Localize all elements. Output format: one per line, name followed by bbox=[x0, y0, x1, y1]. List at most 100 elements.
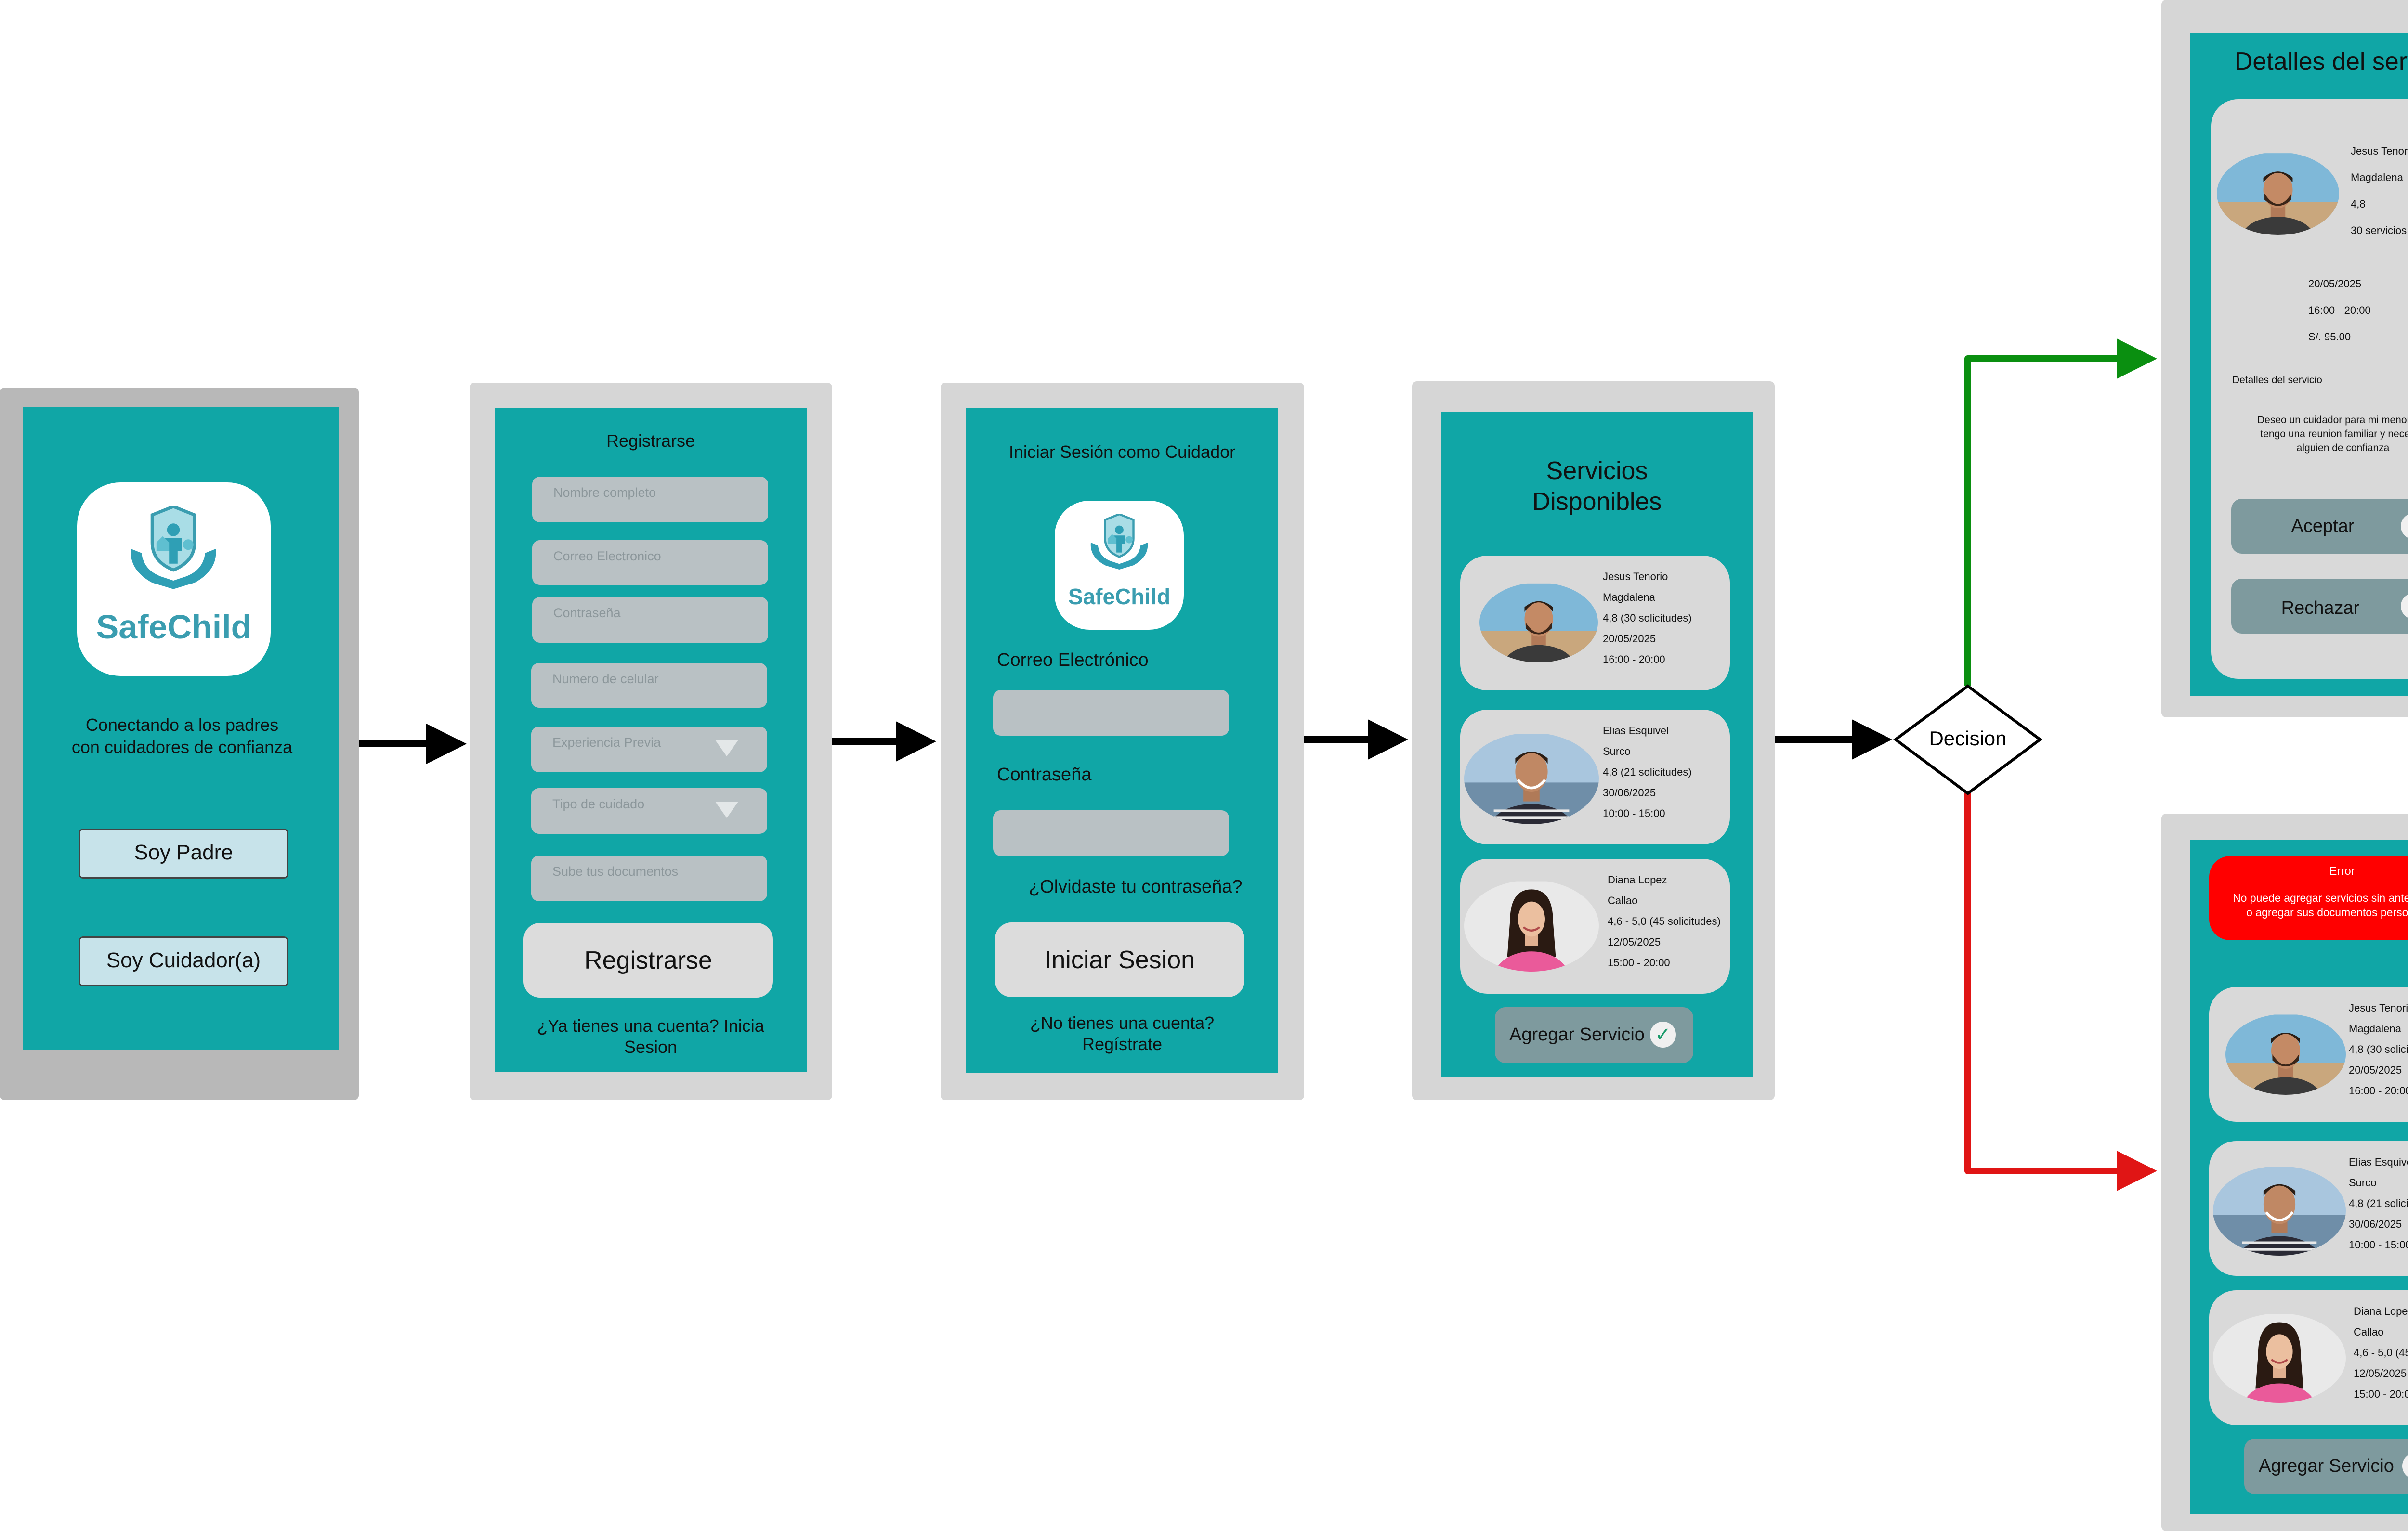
check-icon: ✓ bbox=[2401, 513, 2408, 539]
caregiver-photo bbox=[1479, 583, 1598, 662]
safechild-logo: SafeChild bbox=[77, 482, 271, 676]
email-field[interactable]: Correo Electronico bbox=[532, 540, 768, 585]
service-date: 12/05/2025 bbox=[2354, 1367, 2407, 1379]
caregiver-card-1[interactable]: Jesus Tenorio Magdalena 4,8 (30 solicitu… bbox=[1460, 556, 1730, 690]
caregiver-district: Surco bbox=[2349, 1177, 2377, 1189]
caregiver-card-3[interactable]: Diana Lopez Callao 4,6 - 5,0 (45 solicit… bbox=[1460, 859, 1730, 994]
details-label: Detalles del servicio bbox=[2232, 375, 2322, 386]
login-button[interactable]: Iniciar Sesion bbox=[995, 922, 1244, 997]
caregiver-district: Callao bbox=[1608, 895, 1638, 907]
caregiver-info: Elias Esquivel Surco 4,8 (21 solicitudes… bbox=[2349, 1152, 2408, 1255]
caregiver-district: Magdalena bbox=[1603, 591, 1655, 603]
reject-button[interactable]: Rechazar ✕ bbox=[2231, 579, 2408, 634]
family-shield-icon bbox=[1084, 514, 1155, 571]
decision-label: Decision bbox=[1929, 727, 2007, 750]
close-icon: ✕ bbox=[2401, 593, 2408, 619]
service-date: 20/05/2025 bbox=[2308, 278, 2362, 290]
caregiver-district: Magdalena bbox=[2351, 171, 2403, 183]
caregiver-card-2[interactable]: Elias Esquivel Surco 4,8 (21 solicitudes… bbox=[1460, 710, 1730, 844]
service-date: 30/06/2025 bbox=[1603, 787, 1656, 799]
check-icon: ✓ bbox=[1650, 1022, 1676, 1048]
decision-diamond bbox=[1893, 684, 2043, 795]
caregiver-card-2[interactable]: Elias Esquivel Surco 4,8 (21 solicitudes… bbox=[2209, 1141, 2408, 1276]
email-label: Correo Electrónico bbox=[997, 650, 1149, 670]
caregiver-rating: 4,6 - 5,0 (45 solicitudes) bbox=[1608, 915, 1721, 927]
caregiver-name: Elias Esquivel bbox=[2349, 1156, 2408, 1168]
caregiver-rating: 4,8 (30 solicitudes) bbox=[1603, 612, 1692, 624]
service-time: 16:00 - 20:00 bbox=[1603, 653, 1665, 665]
add-service-label: Agregar Servicio bbox=[1509, 1025, 1645, 1045]
add-service-button[interactable]: Agregar Servicio ✓ bbox=[2244, 1439, 2408, 1494]
care-type-select[interactable]: Tipo de cuidado bbox=[531, 788, 767, 834]
soy-padre-button[interactable]: Soy Padre bbox=[79, 829, 288, 879]
caregiver-name: Diana Lopez bbox=[2354, 1305, 2408, 1317]
service-time: 15:00 - 20:00 bbox=[2354, 1388, 2408, 1400]
error-banner: Error No puede agregar servicios sin ant… bbox=[2209, 856, 2408, 940]
service-time: 16:00 - 20:00 bbox=[2349, 1085, 2408, 1097]
fullname-field[interactable]: Nombre completo bbox=[532, 477, 768, 522]
forgot-password-link[interactable]: ¿Olvidaste tu contraseña? bbox=[1029, 877, 1243, 897]
password-input[interactable] bbox=[993, 810, 1229, 856]
upload-documents-field[interactable]: Sube tus documentos bbox=[531, 856, 767, 901]
caregiver-name: Jesus Tenorio bbox=[2349, 1002, 2408, 1014]
service-details-screen: Detalles del servicio Jesus Tenorio Magd… bbox=[2190, 33, 2408, 696]
email-input[interactable] bbox=[993, 690, 1229, 736]
service-time: 16:00 - 20:00 bbox=[2308, 304, 2371, 316]
caregiver-district: Callao bbox=[2354, 1326, 2384, 1338]
service-time: 15:00 - 20:00 bbox=[1608, 957, 1670, 969]
service-price: S/. 95.00 bbox=[2308, 331, 2351, 343]
caregiver-rating: 4,6 - 5,0 (45 solicitudes) bbox=[2354, 1347, 2408, 1359]
details-title: Detalles del servicio bbox=[2234, 48, 2408, 76]
caregiver-name: Jesus Tenorio bbox=[2351, 145, 2408, 157]
password-field[interactable]: Contraseña bbox=[532, 597, 768, 643]
login-title: Iniciar Sesión como Cuidador bbox=[1008, 442, 1236, 462]
caregiver-card-1[interactable]: Jesus Tenorio Magdalena 4,8 (30 solicitu… bbox=[2209, 987, 2408, 1122]
caregiver-photo bbox=[2225, 1014, 2346, 1095]
add-service-button[interactable]: Agregar Servicio ✓ bbox=[1495, 1007, 1693, 1063]
accept-label: Aceptar bbox=[2291, 516, 2355, 536]
tagline: Conectando a los padres con cuidadores d… bbox=[71, 715, 293, 757]
details-text: Deseo un cuidador para mi menor hijo ten… bbox=[2257, 415, 2408, 454]
caregiver-card-3[interactable]: Diana Lopez Callao 4,6 - 5,0 (45 solicit… bbox=[2209, 1290, 2408, 1425]
service-date: 20/05/2025 bbox=[2349, 1064, 2402, 1076]
caregiver-name: Elias Esquivel bbox=[1603, 725, 1669, 737]
caregiver-info: Diana Lopez Callao 4,6 - 5,0 (45 solicit… bbox=[2354, 1301, 2408, 1404]
accept-button[interactable]: Aceptar ✓ bbox=[2231, 499, 2408, 554]
family-shield-icon bbox=[120, 506, 226, 591]
service-time: 10:00 - 15:00 bbox=[2349, 1239, 2408, 1251]
signup-link[interactable]: ¿No tienes una cuenta? Regístrate bbox=[1030, 1013, 1215, 1054]
login-link[interactable]: ¿Ya tienes una cuenta? Inicia Sesion bbox=[537, 1016, 764, 1057]
error-message: No puede agregar servicios sin antes val… bbox=[2233, 892, 2408, 919]
caregiver-name: Diana Lopez bbox=[1608, 874, 1667, 886]
check-icon: ✓ bbox=[2402, 1453, 2408, 1479]
register-button[interactable]: Registrarse bbox=[523, 923, 773, 998]
caregiver-photo bbox=[2213, 1313, 2346, 1403]
services-screen: Servicios Disponibles Jesus Tenorio Magd… bbox=[1441, 412, 1753, 1077]
caregiver-rating: 4,8 (21 solicitudes) bbox=[1603, 766, 1692, 778]
caregiver-info: Jesus Tenorio Magdalena 4,8 30 servicios bbox=[2351, 138, 2408, 244]
dropdown-arrow-icon bbox=[715, 802, 738, 818]
caregiver-info: Jesus Tenorio Magdalena 4,8 (30 solicitu… bbox=[2349, 998, 2408, 1101]
service-date: 30/06/2025 bbox=[2349, 1218, 2402, 1230]
register-title: Registrarse bbox=[606, 431, 695, 451]
logo-text: SafeChild bbox=[1068, 584, 1171, 609]
login-screen: Iniciar Sesión como Cuidador SafeChild C… bbox=[966, 408, 1278, 1073]
caregiver-info: Diana Lopez Callao 4,6 - 5,0 (45 solicit… bbox=[1608, 869, 1721, 973]
dropdown-arrow-icon bbox=[715, 740, 738, 756]
arrow-yes-detail bbox=[1964, 338, 2157, 686]
services-title: Servicios Disponibles bbox=[1532, 457, 1662, 516]
service-date: 20/05/2025 bbox=[1603, 633, 1656, 645]
error-title: Error bbox=[2329, 865, 2355, 878]
caregiver-info: Elias Esquivel Surco 4,8 (21 solicitudes… bbox=[1603, 720, 1692, 824]
caregiver-rating: 4,8 (21 solicitudes) bbox=[2349, 1197, 2408, 1209]
caregiver-services-count: 30 servicios bbox=[2351, 224, 2407, 236]
phone-field[interactable]: Numero de celular bbox=[531, 663, 767, 708]
caregiver-district: Magdalena bbox=[2349, 1023, 2401, 1035]
logo-text: SafeChild bbox=[96, 608, 252, 646]
soy-cuidador-button[interactable]: Soy Cuidador(a) bbox=[79, 936, 288, 986]
register-screen: Registrarse Nombre completo Correo Elect… bbox=[495, 408, 807, 1072]
experience-select[interactable]: Experiencia Previa bbox=[531, 727, 767, 772]
caregiver-photo bbox=[1464, 880, 1599, 972]
add-service-label: Agregar Servicio bbox=[2259, 1456, 2394, 1476]
